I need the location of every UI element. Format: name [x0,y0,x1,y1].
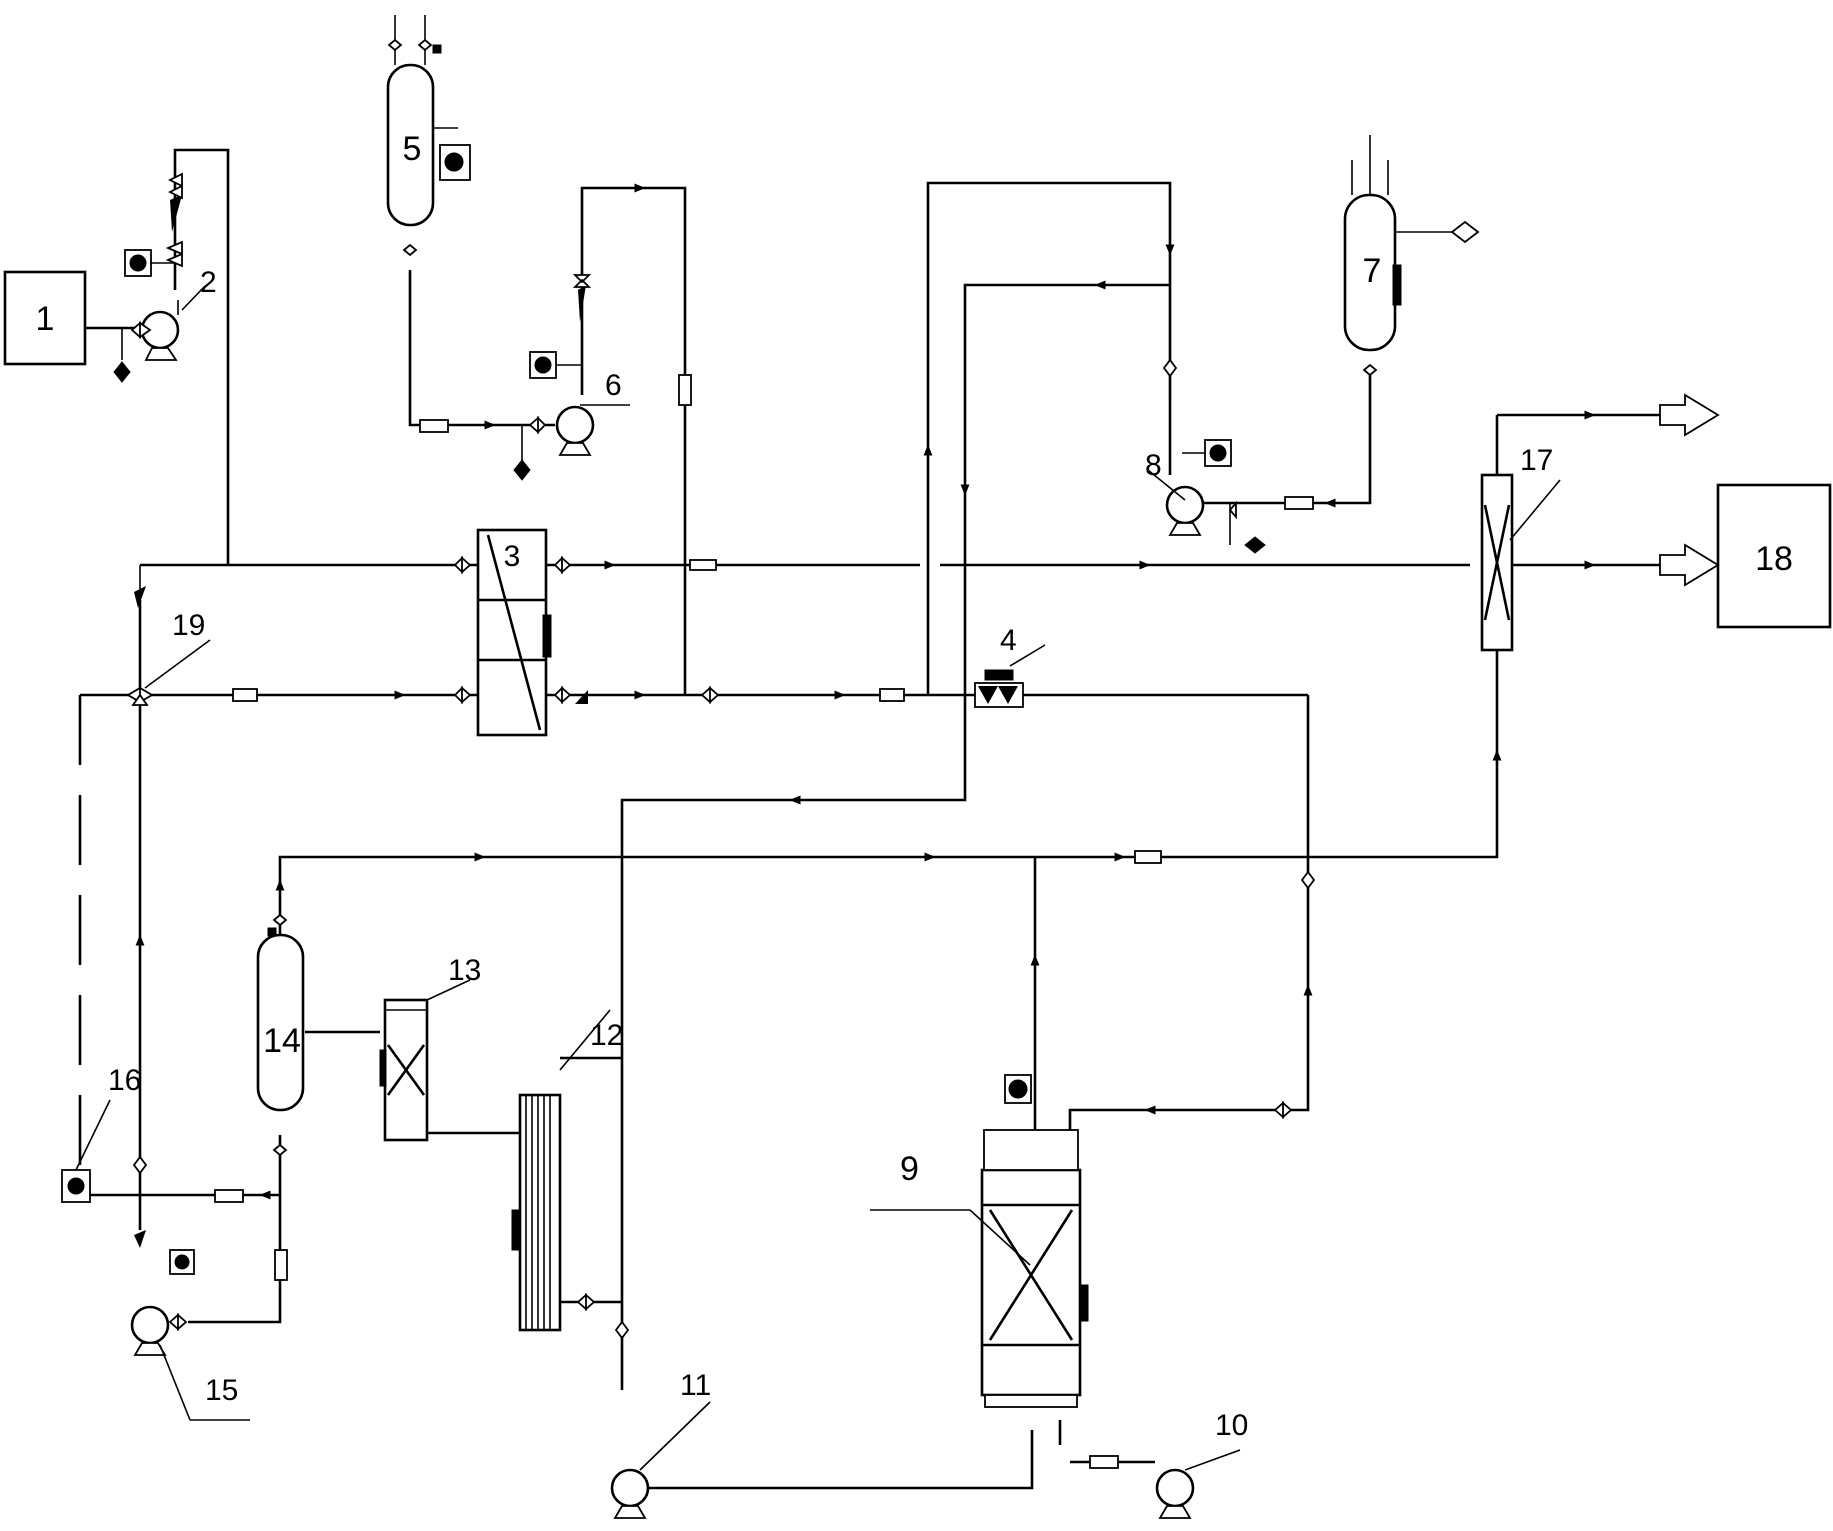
label-19: 19 [172,609,205,642]
pump-2: 2 [113,172,217,383]
filter-icon [113,361,131,383]
check-valve-icon [575,690,588,704]
inline-components [132,358,1316,1469]
equipment-1-source: 1 [3,270,87,366]
pump6-discharge-pipe [580,186,687,695]
valve-icon [165,240,183,268]
output-arrow-icon [1659,393,1720,437]
tank5-outlet-pipe [408,270,555,427]
pump-11: 11 [610,1369,711,1519]
column-13: 13 [379,954,481,1142]
label-5: 5 [403,130,422,168]
pump-8: 8 [1145,439,1266,554]
pump-15: 15 [130,1230,250,1421]
label-2: 2 [200,266,217,299]
pump-icon [130,1305,170,1345]
heat-exchanger-3: 3 [453,528,588,737]
heat-exchanger-12: 12 [511,1009,623,1332]
label-18: 18 [1755,540,1793,578]
filter-icon [232,688,258,702]
pump-icon [610,1468,650,1508]
filter-icon [513,459,531,481]
equipment-18-product: 18 [1716,483,1832,629]
label-3: 3 [504,540,521,573]
mixer-4: 4 [974,624,1046,708]
label-15: 15 [205,1374,238,1407]
label-8: 8 [1145,449,1162,482]
column-17: 17 [1480,444,1561,652]
instrument-icon [61,1169,91,1203]
output-arrows [1659,393,1720,587]
tank-7: 7 [1343,135,1480,377]
label-1: 1 [36,300,55,338]
label-12: 12 [590,1019,623,1052]
filter-icon [1450,220,1480,244]
label-10: 10 [1215,1409,1248,1442]
tank-14: 14 [256,913,305,1157]
pump-icon [1155,1468,1195,1508]
pump-icon [1165,485,1205,525]
label-13: 13 [448,954,481,987]
label-16: 16 [108,1064,141,1097]
label-9: 9 [900,1150,919,1188]
pump2-discharge-pipe [173,148,230,565]
pump-icon [555,405,595,445]
pump-6: 6 [513,274,630,481]
piping [78,148,1660,1490]
tank7-outlet-pipe [1195,370,1372,505]
valve-19: 19 [126,586,211,706]
instrument-16: 16 [61,1064,141,1203]
pipe-4-loop-outer [926,181,1172,695]
label-4: 4 [1000,624,1017,657]
tank-5: 5 [386,15,471,257]
pipe-4-to-9 [1068,695,1310,1135]
label-14: 14 [263,1022,301,1060]
reactor-9: 9 [870,1074,1089,1408]
flow-arrows [135,183,1596,1200]
label-17: 17 [1520,444,1553,477]
pipe-loop-inner [620,283,1170,1390]
pump-10: 10 [1155,1409,1248,1519]
label-6: 6 [605,369,622,402]
label-7: 7 [1363,252,1382,290]
label-11: 11 [680,1369,711,1402]
output-arrow-icon [1659,543,1720,587]
